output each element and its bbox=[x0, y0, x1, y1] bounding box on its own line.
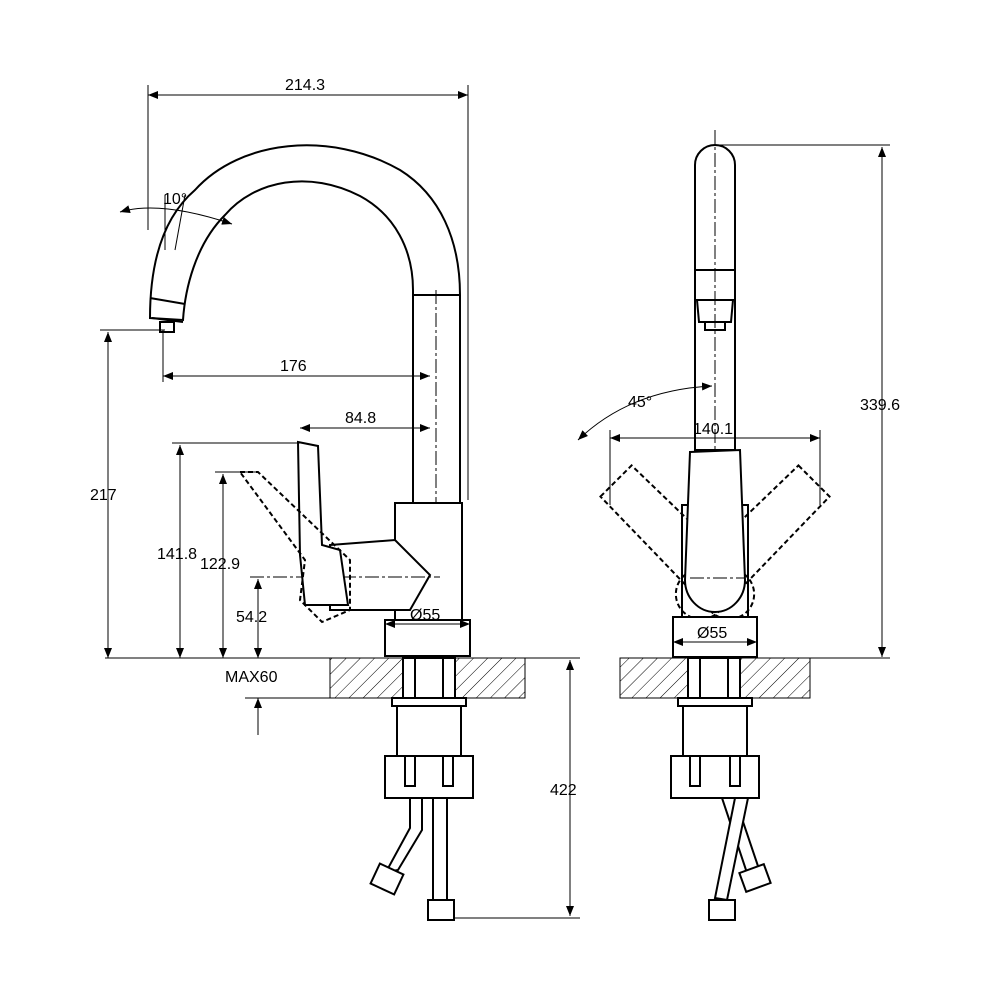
lever-right-position bbox=[674, 464, 831, 621]
dim-overall-height: 339.6 bbox=[860, 397, 900, 414]
hose bbox=[432, 797, 448, 901]
dim-lever-height: 122.9 bbox=[200, 556, 240, 573]
dim-max-counter: MAX60 bbox=[225, 669, 278, 686]
lever-open-position bbox=[238, 471, 351, 624]
base bbox=[384, 619, 471, 657]
dim-lever-span: 140.1 bbox=[693, 421, 733, 438]
dim-lever-rotation: 45° bbox=[628, 394, 652, 411]
base-front bbox=[672, 616, 758, 658]
dim-spout-reach: 176 bbox=[280, 358, 307, 375]
dim-body-height: 54.2 bbox=[236, 609, 267, 626]
lever-front bbox=[683, 448, 747, 613]
side-view: 214.3 10° 176 84.8 217 141.8 122.9 54.2 … bbox=[90, 77, 580, 921]
nut-front bbox=[670, 755, 760, 799]
dim-hose-length: 422 bbox=[550, 782, 577, 799]
dim-overall-reach: 214.3 bbox=[285, 77, 325, 94]
dim-spout-height: 217 bbox=[90, 487, 117, 504]
dim-lever-top-height: 141.8 bbox=[157, 546, 197, 563]
faucet-body bbox=[394, 502, 463, 621]
hose bbox=[384, 797, 423, 874]
nut bbox=[384, 755, 474, 799]
lever bbox=[296, 440, 350, 606]
dim-lever-reach: 84.8 bbox=[345, 410, 376, 427]
dim-base-diameter: Ø55 bbox=[410, 607, 440, 624]
dim-spout-angle: 10° bbox=[163, 191, 187, 208]
dim-base-diameter-front: Ø55 bbox=[697, 625, 727, 642]
front-view: 339.6 45° 140.1 Ø55 bbox=[577, 130, 900, 921]
